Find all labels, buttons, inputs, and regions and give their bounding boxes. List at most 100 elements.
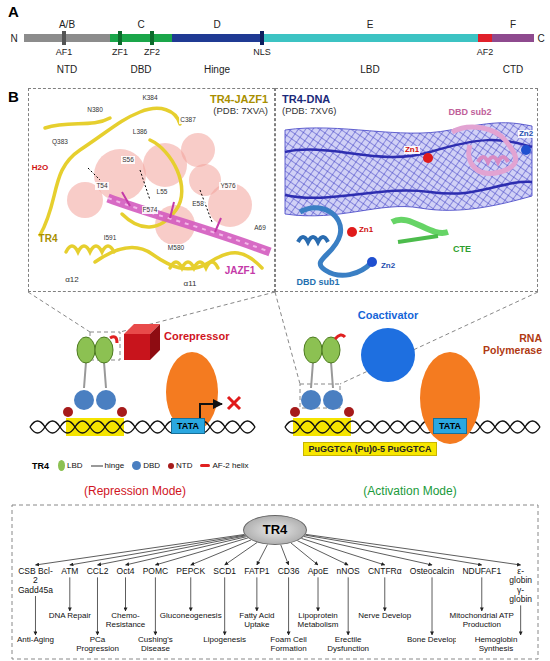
zinc-label: Zn1	[358, 226, 374, 235]
repression-scheme	[30, 421, 255, 433]
node-title: Lipogenesis	[203, 636, 246, 645]
jazf1-structure	[94, 149, 146, 201]
jazf1-structure	[45, 118, 110, 128]
tr4-dimer	[304, 337, 322, 363]
node-title: ε-globin γ-globin	[509, 567, 532, 604]
legend-swatch	[132, 461, 141, 470]
coactivator-circle: Coactivator	[346, 309, 430, 383]
residue-label: F574	[142, 206, 159, 213]
node-title: PCa Progression	[73, 636, 123, 654]
regulation-arrow	[155, 538, 247, 565]
jazf1-structure	[66, 246, 114, 252]
rna-polymerase-oval: TATA RNA Polymerase	[418, 333, 542, 451]
residue-label: L386	[132, 128, 148, 135]
node-title: PuGGTCA (Pu)0-5 PuGGTCA	[308, 444, 431, 454]
regulation-arrow	[69, 577, 70, 611]
domain-name: CTD	[503, 64, 524, 75]
domain-name: NTD	[57, 64, 78, 75]
target-gene: FATP1	[244, 566, 269, 576]
corepressor-shape: Corepressor	[122, 320, 231, 362]
node-title: TATA	[177, 421, 199, 431]
dna-structure	[452, 127, 516, 174]
node-title: RNA Polymerase	[482, 333, 542, 356]
legend-swatch	[58, 460, 65, 471]
residue-label: Q383	[51, 138, 69, 145]
jazf1-structure	[88, 168, 212, 222]
corepressor-cube	[150, 324, 160, 360]
domain-bar	[150, 31, 154, 45]
tata-box: TATA	[433, 418, 467, 434]
legend-swatch	[168, 463, 174, 469]
subunit-label: CTE	[453, 245, 471, 255]
zoom-leader	[275, 292, 538, 384]
residue-label: Y576	[219, 182, 236, 189]
target-gene: SCD1	[213, 566, 236, 576]
target-gene: POMC	[143, 566, 169, 576]
dna-structure	[298, 237, 328, 242]
biological-function: Foam Cell Formation	[262, 636, 316, 654]
node-title: TATA	[439, 421, 461, 431]
regulation-arrow	[318, 577, 319, 611]
node-title: Bone Develop	[407, 636, 457, 645]
regulation-arrow	[125, 577, 126, 611]
legend-item: hinge	[91, 461, 125, 470]
regulation-arrow	[126, 537, 247, 565]
biological-function: PCa Progression	[72, 636, 124, 654]
node-title: FATP1	[244, 567, 269, 576]
regulation-arrow	[155, 577, 156, 635]
node-subtitle: (PDB: 7XV6)	[282, 106, 531, 117]
biological-function: Cushing's Disease	[129, 636, 181, 654]
node-title: CD36	[278, 567, 300, 576]
legend-item: DBD	[132, 461, 160, 470]
regulation-arrow	[304, 536, 432, 565]
terminus-label: N	[10, 33, 17, 44]
node-title: Mitochondrial ATP Production	[447, 612, 517, 630]
jazf1-structure	[181, 133, 215, 167]
target-gene: CSB Bcl-2 Gadd45a	[18, 566, 53, 595]
coactivator-disc	[361, 328, 415, 382]
regulation-arrow	[256, 577, 257, 611]
response-element-box: PuGGTCA (Pu)0-5 PuGGTCA	[303, 442, 436, 456]
regulation-arrow	[225, 542, 257, 565]
node-title: Anti-Aging	[17, 636, 54, 645]
polymerase-body	[420, 352, 480, 444]
activation-scheme	[285, 421, 540, 433]
node-title: Lipoprotein Metabolism	[293, 612, 344, 630]
water-label: H2O	[32, 164, 48, 173]
regulation-arrow	[190, 577, 191, 611]
target-gene: Osteocalcin	[410, 566, 454, 576]
regulation-arrow	[481, 577, 482, 611]
tr4-dimer	[84, 362, 106, 388]
regulation-arrow	[306, 534, 521, 565]
legend: LBDhingeDBDNTDAF-2 helix	[58, 460, 249, 471]
repression-scheme	[228, 397, 240, 409]
chain-label: JAZF1	[225, 265, 256, 276]
panel-letter: B	[8, 89, 19, 106]
domain-name: LBD	[360, 64, 379, 75]
biological-function: Hemoglobin Synthesis	[456, 636, 536, 654]
helix-label: α11	[184, 280, 197, 289]
target-gene: CNTFRα	[368, 566, 402, 576]
tr4-dimer	[301, 390, 321, 410]
inset-panel: TR4-DNA(PDB: 7XV6)	[275, 88, 538, 292]
target-panel	[12, 505, 538, 659]
legend-text: AF-2 helix	[212, 461, 248, 470]
target-gene: CCL2	[87, 566, 109, 576]
dna-structure	[285, 123, 532, 216]
node-title: Coactivator	[346, 309, 430, 322]
domain-letter: A/B	[59, 19, 75, 30]
tr4-dimer	[95, 337, 113, 363]
tr4-dimer	[311, 362, 333, 388]
biological-function: Erectile Dysfunction	[321, 636, 375, 654]
chain-label: TR4	[39, 233, 58, 244]
legend-line-sample	[91, 465, 103, 467]
zinc-label: Zn2	[518, 130, 534, 139]
tr4-dimer	[77, 337, 95, 363]
motif-label: AF1	[56, 48, 73, 58]
target-gene: nNOS	[337, 566, 360, 576]
tr4-dimer	[117, 407, 127, 417]
regulation-arrow	[224, 577, 225, 635]
target-gene: NDUFAF1	[462, 566, 501, 576]
dna-structure	[347, 227, 357, 237]
